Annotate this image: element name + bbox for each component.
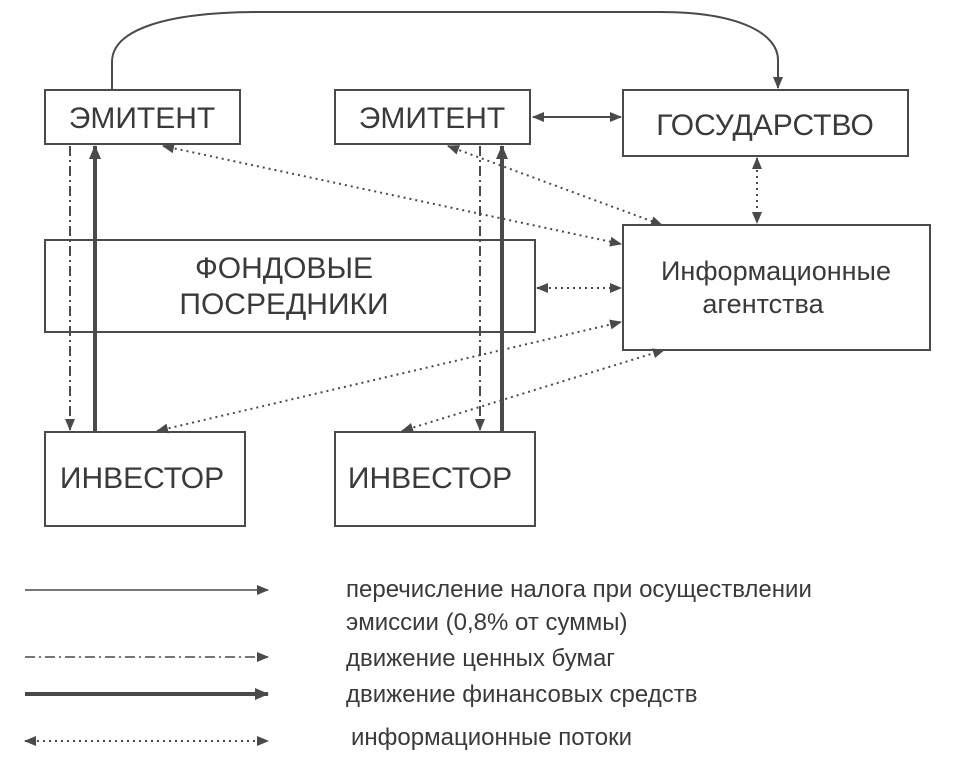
state-label: ГОСУДАРСТВО (656, 109, 874, 142)
intermediaries-node: ФОНДОВЫЕ ПОСРЕДНИКИ (44, 239, 536, 333)
legend: перечисление налога при осуществлении эм… (24, 576, 812, 751)
legend-tax-label-line1: перечисление налога при осуществлении (346, 576, 812, 603)
info-flow-agencies-emitter-left (162, 143, 622, 247)
intermediaries-label-line1: ФОНДОВЫЕ (195, 252, 373, 285)
emitter-left-label: ЭМИТЕНТ (69, 102, 215, 135)
emitter-right-label: ЭМИТЕНТ (359, 102, 505, 135)
emitter-left-node: ЭМИТЕНТ (44, 89, 241, 145)
legend-securities-label: движение ценных бумаг (346, 645, 615, 672)
legend-tax-label-line2: эмиссии (0,8% от суммы) (346, 609, 627, 636)
investor-left-label: ИНВЕСТОР (60, 462, 224, 495)
legend-info-label: информационные потоки (351, 724, 632, 751)
info-flow-agencies-investor-left (156, 319, 622, 434)
investor-right-node: ИНВЕСТОР (334, 431, 536, 527)
agencies-node: Информационные агентства (622, 224, 931, 351)
intermediaries-label-line2: ПОСРЕДНИКИ (179, 288, 388, 321)
investor-left-node: ИНВЕСТОР (44, 431, 246, 527)
state-node: ГОСУДАРСТВО (622, 89, 909, 157)
investor-right-label: ИНВЕСТОР (348, 462, 512, 495)
agencies-label-line1: Информационные (661, 256, 891, 286)
info-flows (156, 143, 665, 434)
info-flow-agencies-emitter-right (447, 145, 663, 226)
info-flow-agencies-investor-right (401, 348, 665, 433)
emitter-right-node: ЭМИТЕНТ (334, 89, 531, 145)
legend-funds-label: движение финансовых средств (346, 681, 697, 708)
agencies-label-line2: агентства (702, 289, 824, 319)
tax-arrow-emitter-to-state (111, 11, 783, 90)
